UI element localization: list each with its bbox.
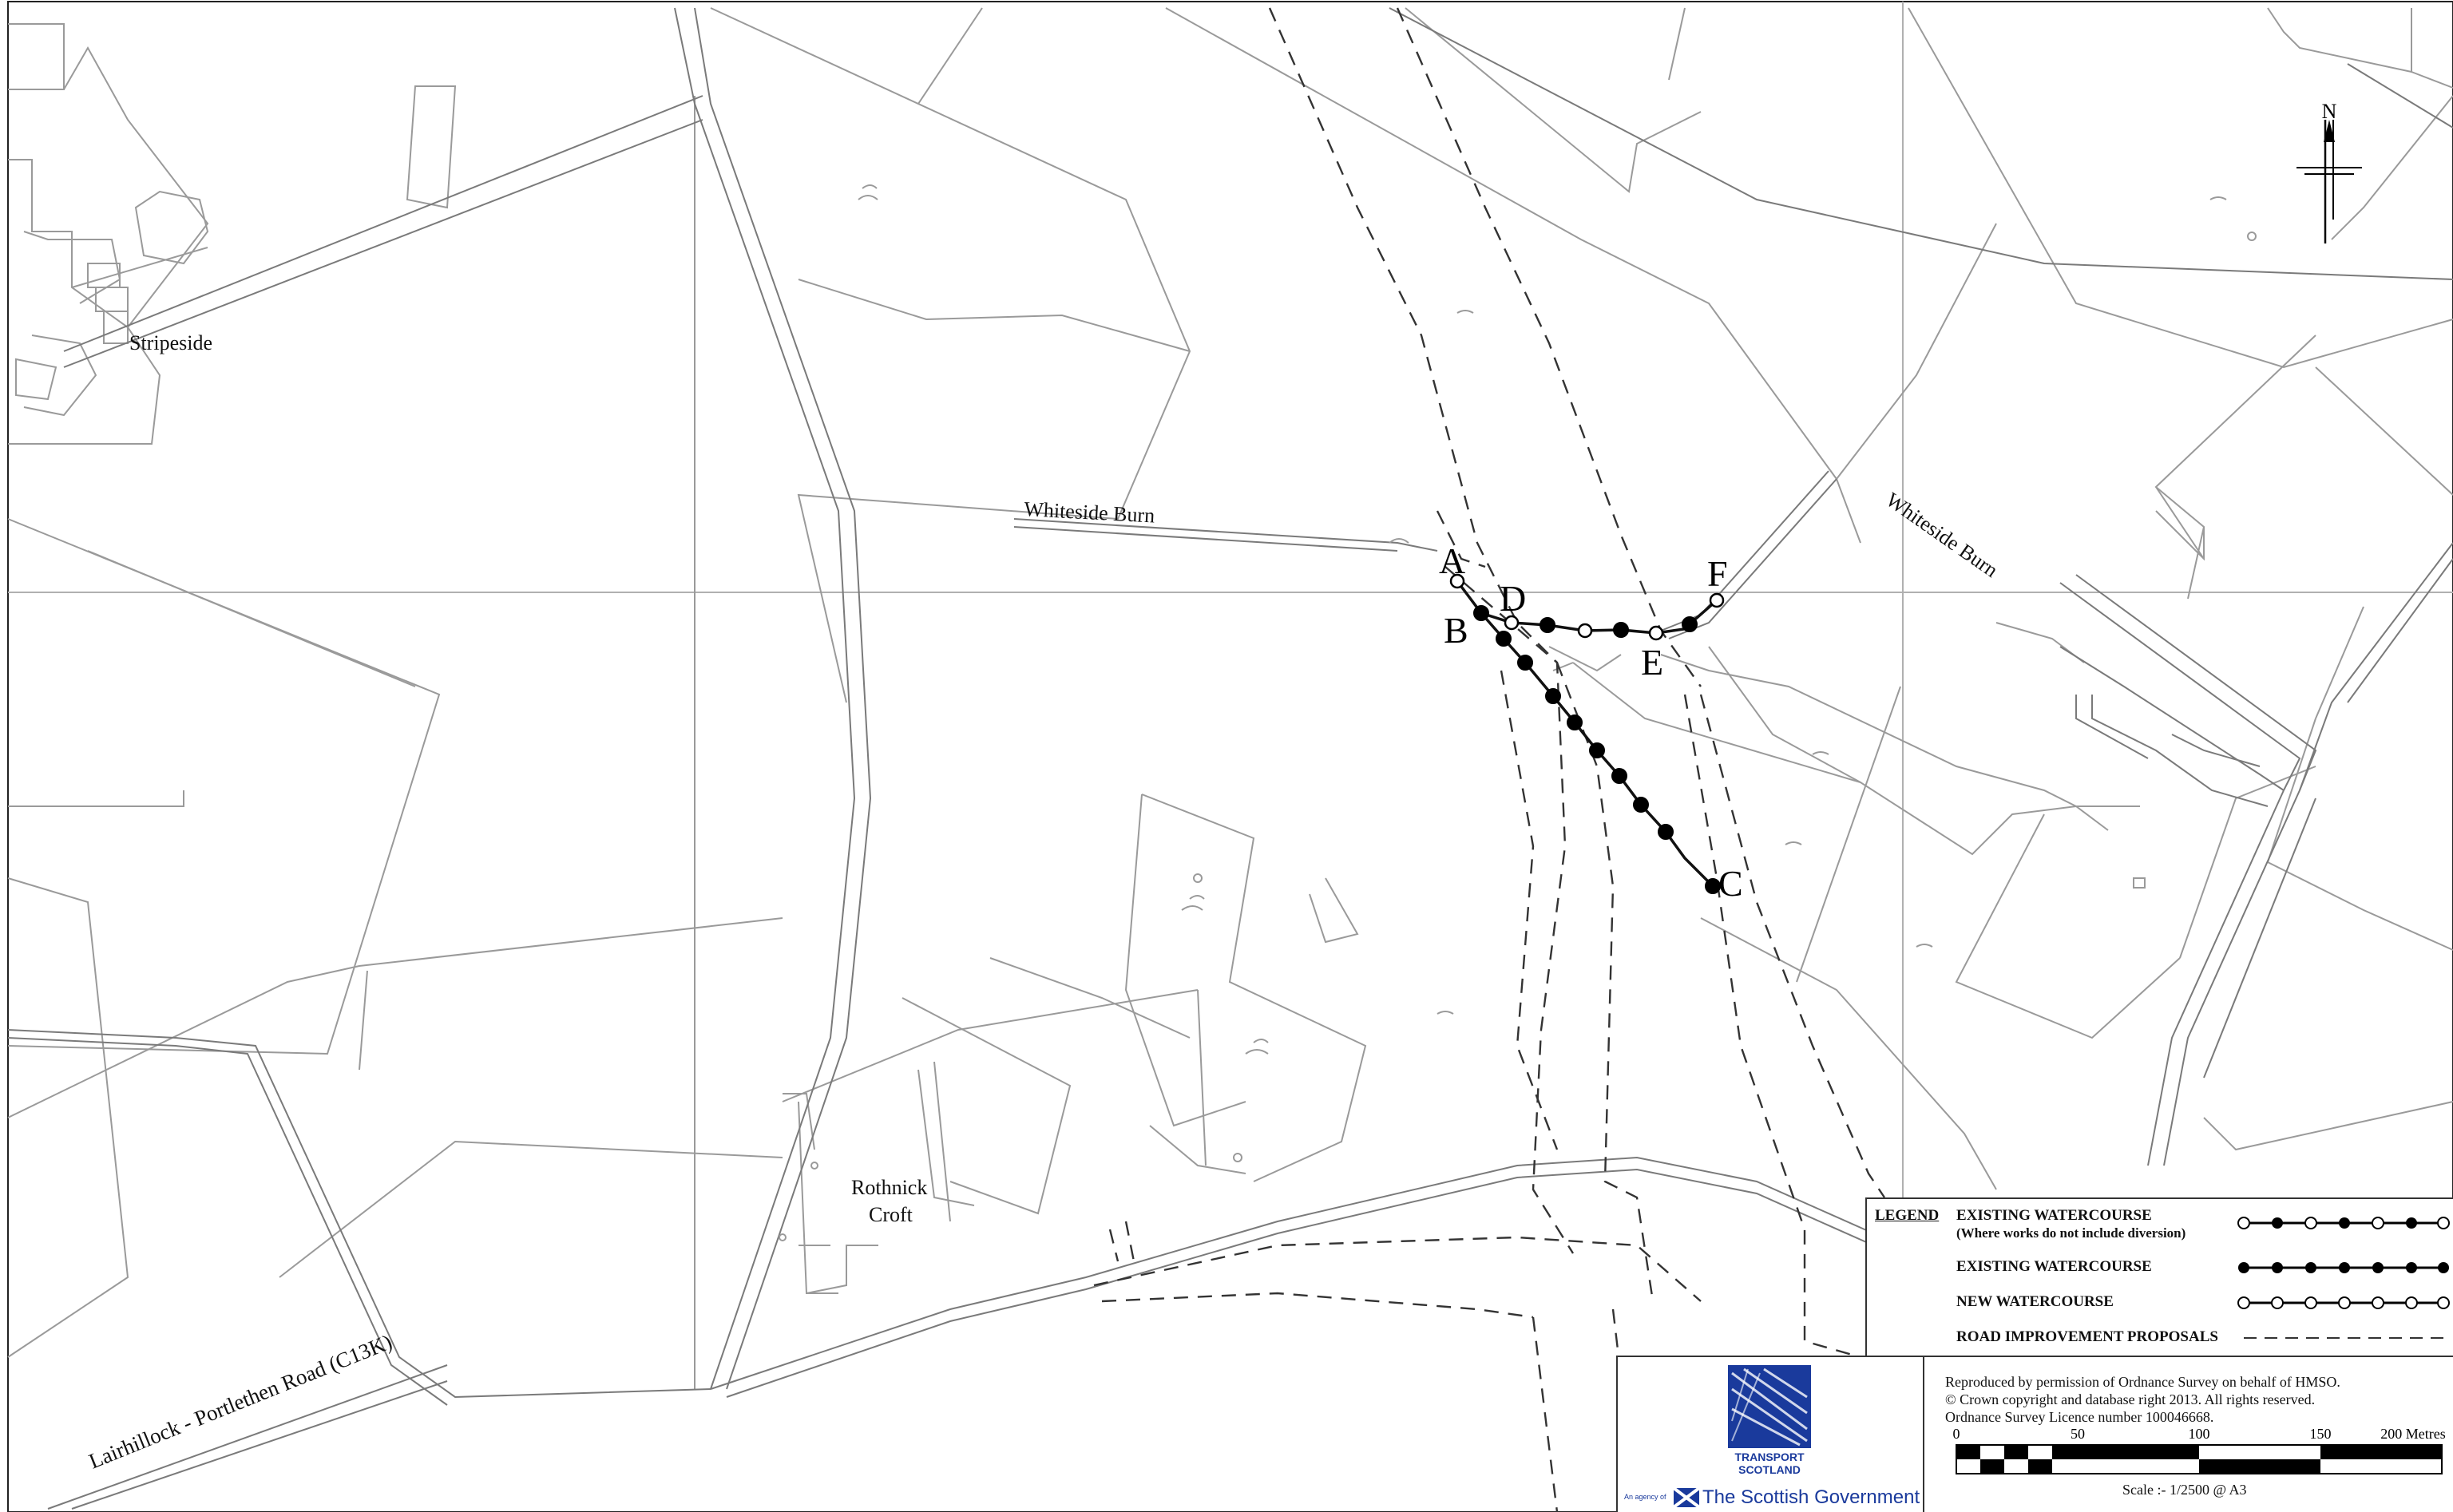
scale-bar: 0 50 100 150 200 Metres bbox=[1953, 1426, 2446, 1474]
scale-text: Scale :- 1/2500 @ A3 bbox=[2122, 1482, 2247, 1498]
point-label-d: D bbox=[1500, 578, 1526, 619]
point-label-c: C bbox=[1718, 863, 1743, 904]
dashed-line-symbol bbox=[2244, 1337, 2443, 1339]
filled-dots-symbol bbox=[2238, 1262, 2449, 1273]
place-label-whiteside-burn-west: Whiteside Burn bbox=[1024, 497, 1155, 528]
logo-text-scotland: SCOTLAND bbox=[1738, 1463, 1801, 1476]
scale-tick-0: 0 bbox=[1953, 1426, 1960, 1442]
copyright-line: © Crown copyright and database right 201… bbox=[1945, 1391, 2316, 1407]
legend-sublabel: (Where works do not include diversion) bbox=[1956, 1225, 2186, 1241]
transport-scotland-logo: TRANSPORT SCOTLAND bbox=[1728, 1365, 1811, 1476]
legend-item-existing-watercourse-no-diversion: EXISTING WATERCOURSE (Where works do not… bbox=[1956, 1207, 2450, 1241]
point-label-a: A bbox=[1439, 540, 1465, 581]
place-label-rothnick: Rothnick bbox=[851, 1176, 927, 1199]
map-frame bbox=[7, 1, 2453, 1512]
scottish-government-text: The Scottish Government bbox=[1702, 1486, 1920, 1508]
place-label-stripeside: Stripeside bbox=[129, 331, 212, 354]
roads bbox=[7, 7, 2453, 1510]
agency-text: An agency of bbox=[1624, 1493, 1666, 1501]
scale-tick-50: 50 bbox=[2071, 1426, 2085, 1442]
scale-tick-150: 150 bbox=[2310, 1426, 2332, 1442]
open-dots-symbol bbox=[2237, 1296, 2450, 1309]
legend-label: EXISTING WATERCOURSE bbox=[1956, 1258, 2152, 1275]
vegetation-symbols bbox=[779, 184, 2257, 1241]
legend-label: EXISTING WATERCOURSE bbox=[1956, 1207, 2152, 1224]
place-label-croft: Croft bbox=[869, 1203, 913, 1226]
road-improvement-proposals bbox=[1093, 7, 1885, 1512]
legend-item-road-improvement-proposals: ROAD IMPROVEMENT PROPOSALS bbox=[1956, 1328, 2443, 1360]
point-label-f: F bbox=[1707, 553, 1728, 594]
scale-tick-200: 200 Metres bbox=[2380, 1426, 2445, 1442]
legend-label: NEW WATERCOURSE bbox=[1956, 1293, 2114, 1310]
mixed-dots-symbol bbox=[2237, 1217, 2450, 1229]
north-arrow-label: N bbox=[2322, 100, 2337, 123]
field-boundaries bbox=[7, 7, 2453, 1389]
copyright-line: Reproduced by permission of Ordnance Sur… bbox=[1945, 1374, 2340, 1390]
watercourse-markers bbox=[1449, 573, 1725, 894]
legend-title: LEGEND bbox=[1875, 1207, 1940, 1224]
saltire-icon bbox=[1672, 1486, 1701, 1509]
logo-panel: TRANSPORT SCOTLAND An agency of The Scot… bbox=[1618, 1357, 1924, 1512]
legend-item-new-watercourse: NEW WATERCOURSE bbox=[1956, 1293, 2450, 1325]
point-label-b: B bbox=[1444, 610, 1468, 651]
scale-tick-100: 100 bbox=[2189, 1426, 2210, 1442]
title-block: TRANSPORT SCOTLAND An agency of The Scot… bbox=[1616, 1356, 2453, 1512]
grid-lines bbox=[8, 2, 2453, 1197]
copyright-notice: Reproduced by permission of Ordnance Sur… bbox=[1945, 1373, 2340, 1426]
point-label-e: E bbox=[1641, 642, 1663, 683]
place-label-whiteside-burn-east: Whiteside Burn bbox=[1882, 488, 2003, 582]
legend-label: ROAD IMPROVEMENT PROPOSALS bbox=[1956, 1328, 2218, 1345]
north-arrow: N bbox=[2296, 100, 2362, 243]
logo-text-transport: TRANSPORT bbox=[1734, 1451, 1805, 1463]
copyright-line: Ordnance Survey Licence number 100046668… bbox=[1945, 1409, 2214, 1425]
legend-panel: LEGEND EXISTING WATERCOURSE (Where works… bbox=[1865, 1197, 2453, 1356]
legend-item-existing-watercourse: EXISTING WATERCOURSE bbox=[1956, 1258, 2449, 1290]
